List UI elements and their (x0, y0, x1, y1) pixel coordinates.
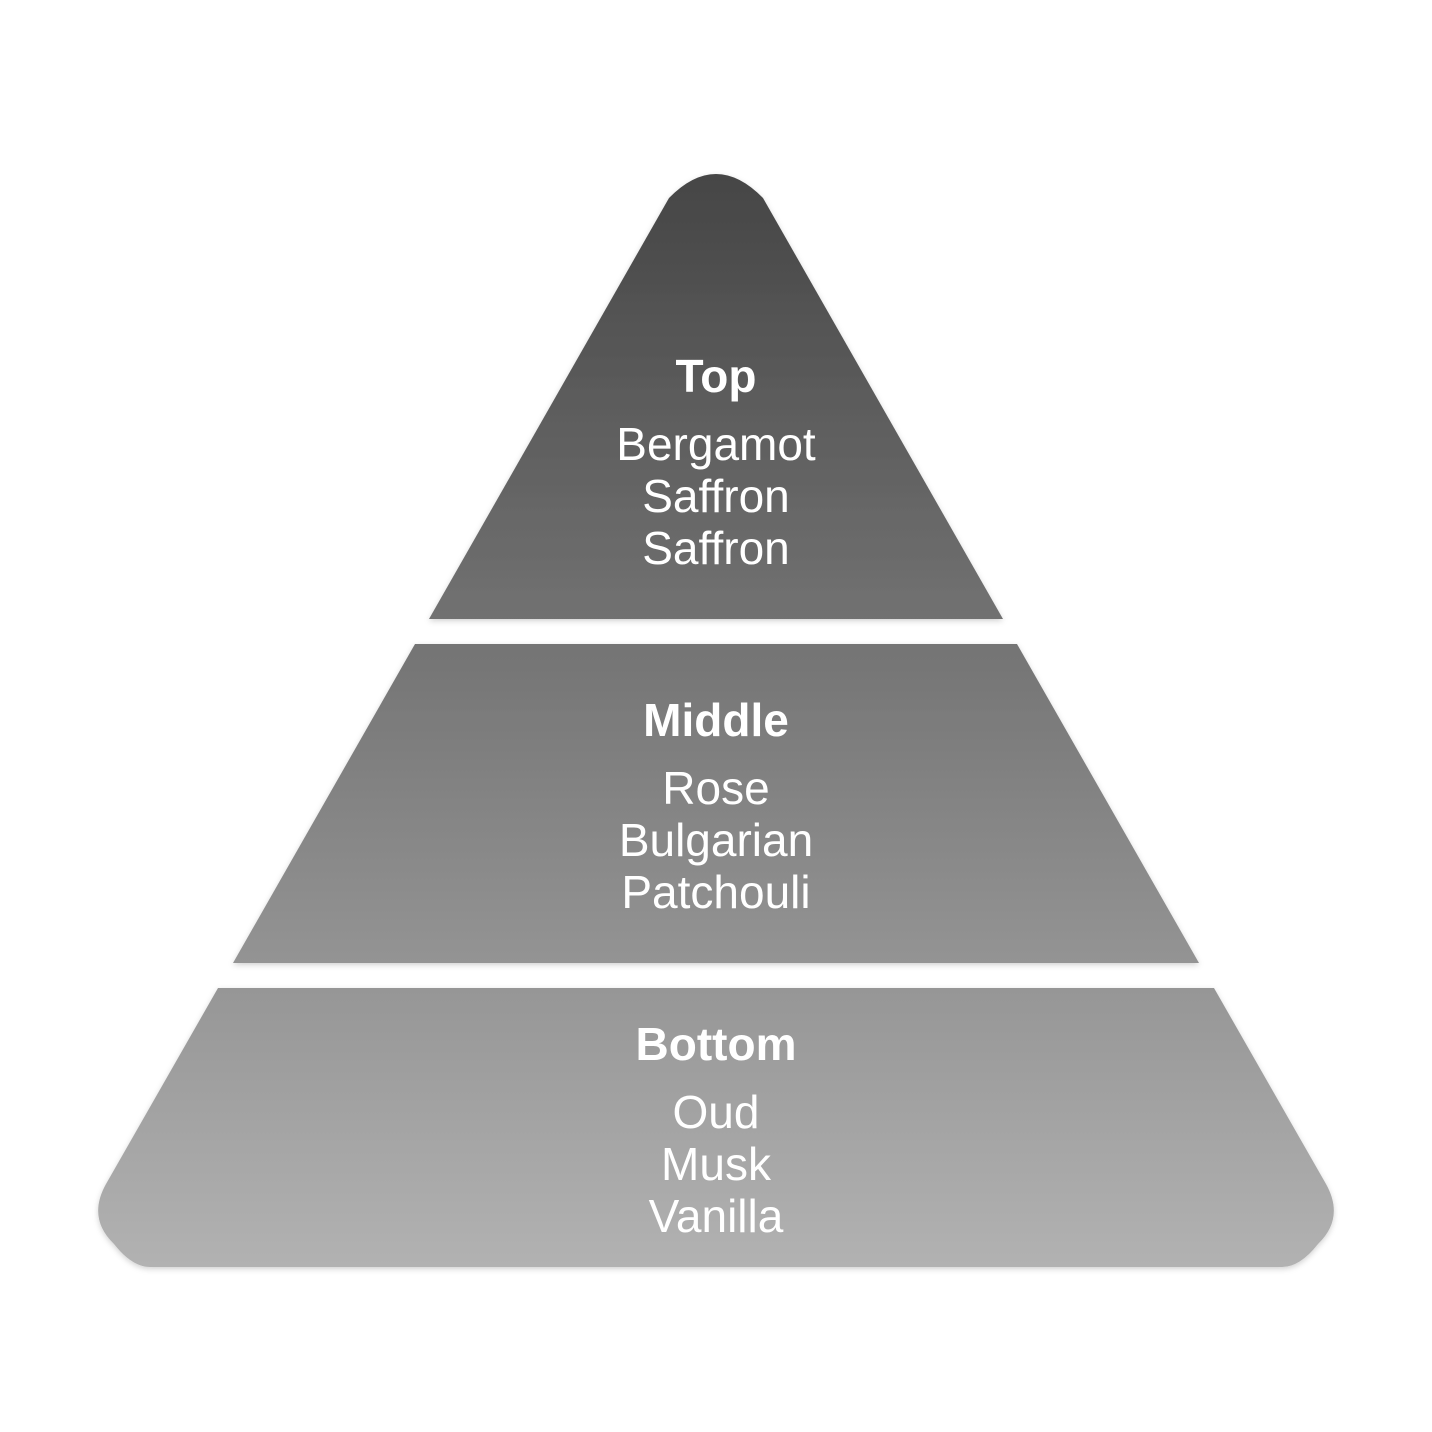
tier-middle-title: Middle (643, 694, 789, 746)
tier-bottom: Bottom Oud Musk Vanilla (98, 988, 1334, 1267)
tier-top-title: Top (676, 350, 757, 402)
tier-top: Top Bergamot Saffron Saffron (429, 174, 1003, 619)
tier-middle-shape (233, 644, 1199, 963)
tier-top-note-2: Saffron (642, 470, 789, 522)
tier-middle-note-3: Patchouli (621, 866, 810, 918)
tier-bottom-note-3: Vanilla (649, 1190, 784, 1242)
tier-middle-note-2: Bulgarian (619, 814, 813, 866)
tier-middle: Middle Rose Bulgarian Patchouli (233, 644, 1199, 963)
tier-top-shape (429, 174, 1003, 619)
tier-bottom-shape (98, 988, 1334, 1267)
tier-bottom-note-1: Oud (673, 1086, 760, 1138)
tier-bottom-note-2: Musk (661, 1138, 772, 1190)
tier-bottom-title: Bottom (636, 1018, 797, 1070)
tier-top-note-1: Bergamot (616, 418, 816, 470)
tier-top-note-3: Saffron (642, 522, 789, 574)
tier-middle-note-1: Rose (662, 762, 769, 814)
